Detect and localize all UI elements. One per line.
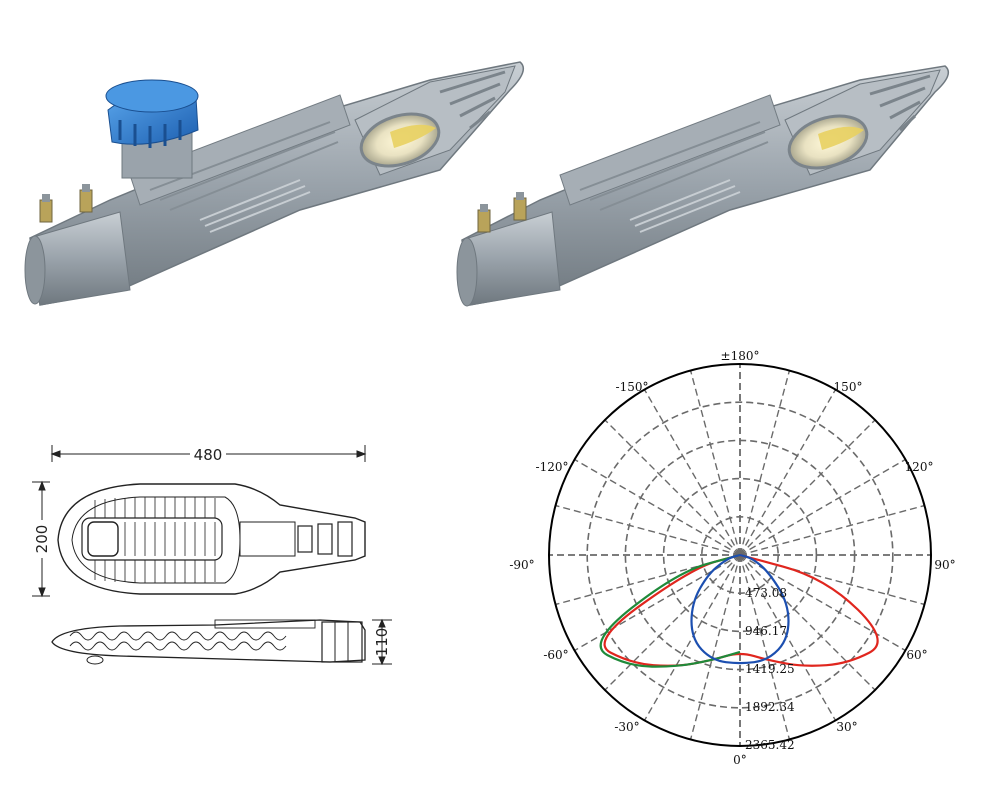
- angle-label-minus30: -30°: [614, 720, 639, 734]
- grid-spoke: [739, 554, 791, 740]
- angle-label-180: ±180°: [721, 349, 760, 363]
- width-dimension: 200: [33, 525, 51, 554]
- angle-label-minus120: -120°: [536, 460, 569, 474]
- grid-spoke: [574, 458, 741, 556]
- product-photo: [456, 65, 950, 307]
- angle-label-minus150: -150°: [616, 380, 649, 394]
- grid-spoke: [739, 458, 906, 556]
- grid-spoke: [604, 554, 741, 691]
- angle-label-60: 60°: [906, 648, 927, 662]
- grid-spoke: [739, 504, 925, 556]
- radial-label-2: 946.17: [745, 624, 787, 638]
- angle-label-0: 0°: [733, 753, 747, 767]
- grid-spoke: [739, 554, 876, 691]
- length-dimension: 480: [194, 446, 223, 464]
- grid-spoke: [643, 389, 741, 556]
- grid-spoke: [555, 504, 741, 556]
- grid-spoke: [739, 419, 876, 556]
- grid-spoke: [739, 554, 837, 721]
- grid-ring: [662, 477, 818, 633]
- polar-outer-ring: [548, 363, 932, 747]
- angle-label-150: 150°: [834, 380, 863, 394]
- radial-label-5: 2365.42: [745, 738, 795, 752]
- angle-label-90: 90°: [934, 558, 955, 572]
- angle-label-minus90: -90°: [509, 558, 534, 572]
- series-curve-blue: [690, 553, 790, 665]
- radial-label-1: 473.08: [745, 586, 787, 600]
- angle-label-120: 120°: [905, 460, 934, 474]
- grid-spoke: [689, 370, 741, 556]
- series-curve-green: [599, 553, 741, 668]
- photocell-sensor-icon: [105, 79, 199, 179]
- polar-grid: [549, 364, 931, 746]
- grid-spoke: [739, 389, 837, 556]
- grid-spoke: [739, 554, 925, 606]
- grid-spoke: [643, 554, 741, 721]
- polar-chart: ±180° -150° 150° -120° 120° -90° 90° -60…: [509, 349, 955, 767]
- dimension-drawing: 480 200: [32, 445, 392, 666]
- grid-spoke: [689, 554, 741, 740]
- grid-spoke: [555, 554, 741, 606]
- grid-spoke: [574, 554, 741, 652]
- grid-spoke: [604, 419, 741, 556]
- polar-series: [599, 553, 879, 668]
- grid-spoke: [739, 554, 906, 652]
- radial-label-3: 1419.25: [745, 662, 795, 676]
- height-dimension: 110: [373, 628, 391, 657]
- product-photo-with-sensor: [24, 61, 525, 306]
- radial-label-4: 1892.34: [745, 700, 795, 714]
- angle-label-30: 30°: [836, 720, 857, 734]
- grid-spoke: [739, 370, 791, 556]
- grid-ring: [586, 401, 894, 709]
- angle-label-minus60: -60°: [543, 648, 568, 662]
